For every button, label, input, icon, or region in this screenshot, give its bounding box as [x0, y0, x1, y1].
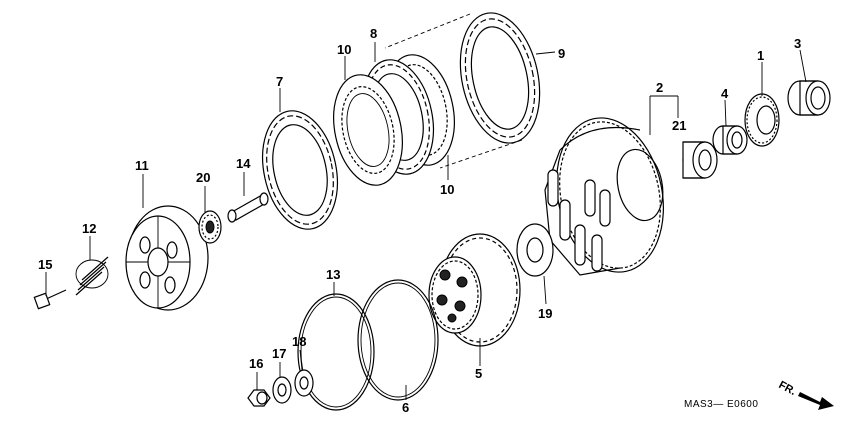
- washer-17: [272, 376, 292, 404]
- sprocket-1: [744, 93, 780, 147]
- label-part-9: 9: [558, 46, 565, 61]
- label-part-13: 13: [326, 267, 340, 282]
- o-ring-13: [297, 293, 375, 411]
- label-part-5: 5: [475, 366, 482, 381]
- thrust-washer-19: [516, 223, 554, 277]
- front-label: FR.: [777, 379, 798, 398]
- label-part-7: 7: [276, 74, 283, 89]
- washer-18: [294, 369, 314, 397]
- disc-stack-outline: [384, 13, 523, 169]
- label-part-21: 21: [672, 118, 686, 133]
- diagram-code: MAS3— E0600: [684, 399, 758, 410]
- label-part-18: 18: [292, 334, 306, 349]
- o-ring-6: [357, 279, 439, 401]
- front-arrow-icon: [798, 392, 834, 410]
- label-part-2: 2: [656, 80, 663, 95]
- clutch-outer-2: [544, 117, 664, 276]
- label-part-1: 1: [757, 48, 764, 63]
- label-part-17: 17: [272, 346, 286, 361]
- friction-disc-9: [459, 12, 541, 144]
- lifter-piece-14: [227, 192, 269, 223]
- collar-3: [787, 80, 831, 116]
- pressure-plate-11: [125, 205, 209, 311]
- clutch-spring-12: [75, 256, 109, 296]
- collar-4: [712, 125, 748, 155]
- label-part-11: 11: [135, 158, 149, 173]
- label-part-10-upper: 10: [337, 42, 351, 57]
- clutch-center-5: [428, 233, 521, 347]
- label-part-6: 6: [402, 400, 409, 415]
- leader-lines: [45, 42, 807, 400]
- label-part-3: 3: [794, 36, 801, 51]
- label-part-15: 15: [38, 257, 52, 272]
- bolt-15: [33, 289, 67, 310]
- clutch-plate-10-lower: [333, 74, 403, 186]
- needle-bearing-21: [682, 141, 718, 179]
- front-direction-indicator: FR.: [777, 379, 834, 410]
- label-part-20: 20: [196, 170, 210, 185]
- label-part-16: 16: [249, 356, 263, 371]
- label-part-14: 14: [236, 156, 251, 171]
- label-part-10-lower: 10: [440, 182, 454, 197]
- label-part-8: 8: [370, 26, 377, 41]
- lock-nut-16: [247, 389, 271, 407]
- friction-disc-7: [262, 110, 338, 230]
- label-part-19: 19: [538, 306, 552, 321]
- label-part-12: 12: [82, 221, 96, 236]
- label-part-4: 4: [721, 86, 729, 101]
- bearing-20: [198, 210, 222, 244]
